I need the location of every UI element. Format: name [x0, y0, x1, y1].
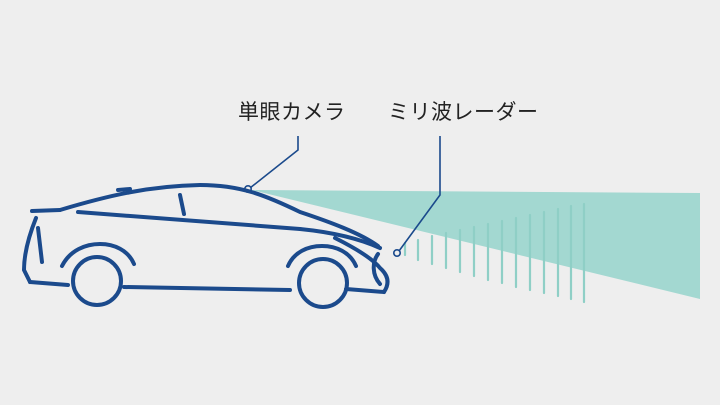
car-sill-front	[344, 287, 386, 294]
car-sill	[28, 280, 70, 287]
car-sill-middle	[122, 285, 292, 292]
camera-leader-line	[249, 136, 299, 189]
radar-marker	[392, 249, 401, 258]
car-rear-wheel	[71, 255, 123, 307]
car-rear-light	[36, 226, 44, 264]
car-rear-deck	[30, 208, 62, 213]
car-pillar	[178, 193, 186, 216]
car-camera-bump	[116, 187, 132, 192]
car-front-bumper	[333, 236, 390, 294]
car-front-wheel	[297, 257, 349, 309]
car-front-arch	[286, 244, 358, 268]
car-roof	[58, 183, 380, 248]
car-rear-body	[22, 216, 38, 284]
radar-label: ミリ波レーダー	[388, 100, 539, 124]
car-window-line	[76, 210, 302, 231]
car-hood	[298, 227, 382, 250]
radar-leader-line	[398, 136, 441, 252]
camera-label: 単眼カメラ	[238, 100, 346, 124]
camera-beam	[252, 190, 700, 299]
radar-waves	[403, 202, 586, 304]
car-front-grille	[371, 252, 382, 286]
car-rear-arch	[60, 242, 136, 268]
car-illustration	[22, 183, 390, 309]
